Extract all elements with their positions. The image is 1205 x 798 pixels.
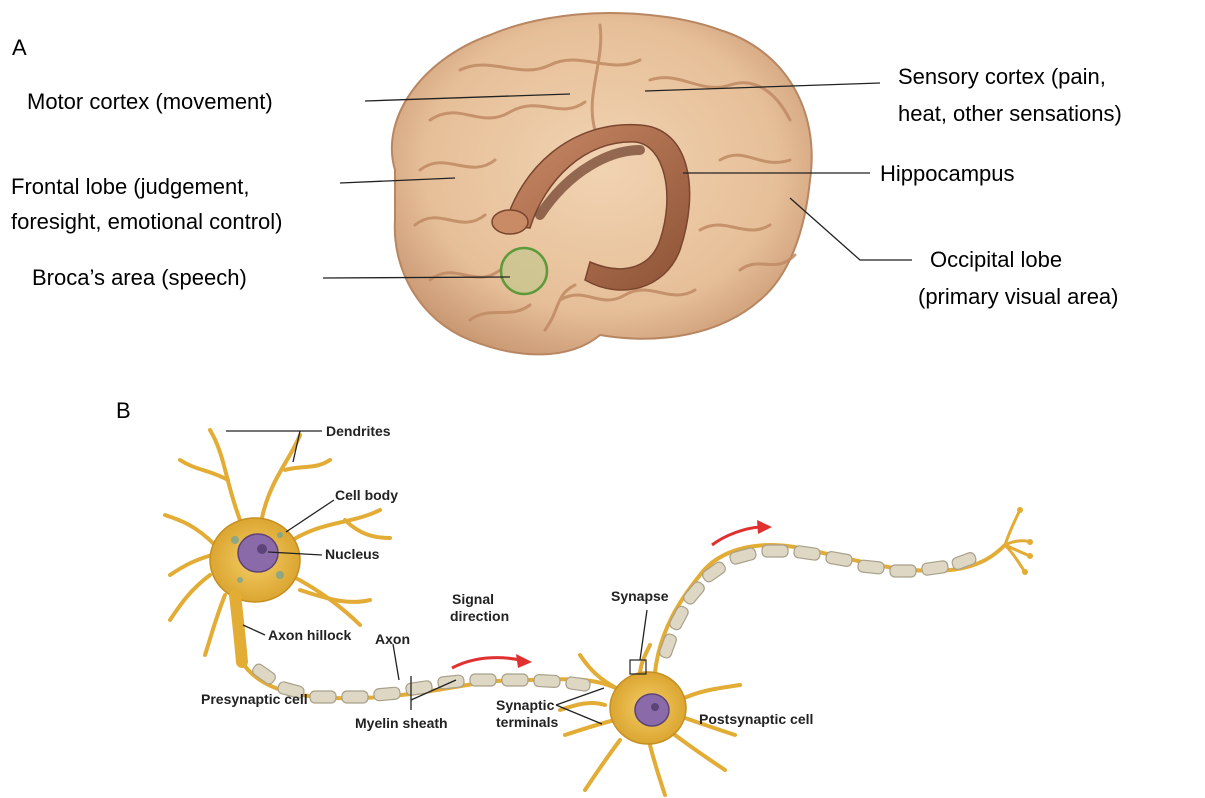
brocas-area-marker (501, 248, 547, 294)
axon-terminals (1005, 510, 1030, 572)
brain-illustration (392, 13, 812, 354)
label-sensory-cortex-line1: Sensory cortex (pain, (898, 63, 1106, 90)
postsynaptic-myelin (658, 545, 977, 659)
label-synapse: Synapse (611, 588, 669, 604)
postsynaptic-nucleus (635, 694, 669, 726)
label-brocas-area: Broca’s area (speech) (32, 264, 247, 291)
label-axon-hillock: Axon hillock (268, 627, 351, 643)
label-myelin-sheath: Myelin sheath (355, 715, 448, 731)
panel-b-letter: B (116, 398, 131, 424)
label-occipital-lobe-line1: Occipital lobe (930, 246, 1062, 273)
label-frontal-lobe-line1: Frontal lobe (judgement, (11, 173, 249, 200)
label-frontal-lobe-line2: foresight, emotional control) (11, 208, 282, 235)
label-postsynaptic-cell: Postsynaptic cell (699, 711, 813, 727)
panel-a-letter: A (12, 35, 27, 61)
presynaptic-nucleus (238, 534, 278, 572)
label-synaptic-terminals-line2: terminals (496, 714, 558, 730)
label-motor-cortex: Motor cortex (movement) (27, 88, 273, 115)
label-presynaptic-cell: Presynaptic cell (201, 691, 308, 707)
label-nucleus: Nucleus (325, 546, 379, 562)
label-axon: Axon (375, 631, 410, 647)
label-synaptic-terminals-line1: Synaptic (496, 697, 554, 713)
label-occipital-lobe-line2: (primary visual area) (918, 283, 1119, 310)
signal-arrow (452, 658, 520, 668)
label-sensory-cortex-line2: heat, other sensations) (898, 100, 1122, 127)
label-cell-body: Cell body (335, 487, 398, 503)
label-signal-direction-line2: direction (450, 608, 509, 624)
label-dendrites: Dendrites (326, 423, 391, 439)
label-signal-direction-line1: Signal (452, 591, 494, 607)
label-hippocampus: Hippocampus (880, 160, 1015, 187)
